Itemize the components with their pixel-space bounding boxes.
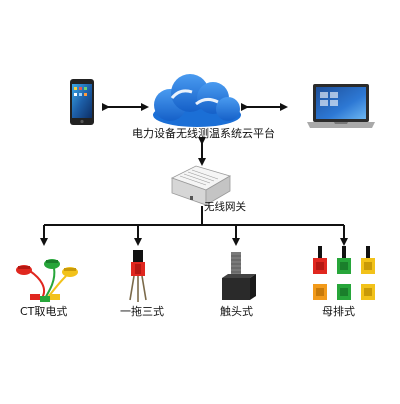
sensor-label-ct: CT取电式 <box>20 305 68 318</box>
busbar-sensors-icon <box>313 246 375 300</box>
cloud-platform-label: 电力设备无线测温系统云平台 <box>132 127 275 140</box>
contact-sensor-icon <box>222 252 256 300</box>
sensor-label-busbar: 母排式 <box>322 305 355 318</box>
gateway-label: 无线网关 <box>204 201 246 213</box>
sensor-label-contact: 触头式 <box>220 305 253 318</box>
one-to-three-sensor-icon <box>129 250 147 302</box>
ct-clamp-sensors-icon <box>16 259 78 302</box>
smartphone-icon <box>70 79 94 125</box>
cloud-icon <box>153 74 241 127</box>
gateway-device-icon <box>170 165 232 206</box>
laptop-icon <box>307 84 375 128</box>
sensor-label-one-to-three: 一拖三式 <box>120 305 164 318</box>
